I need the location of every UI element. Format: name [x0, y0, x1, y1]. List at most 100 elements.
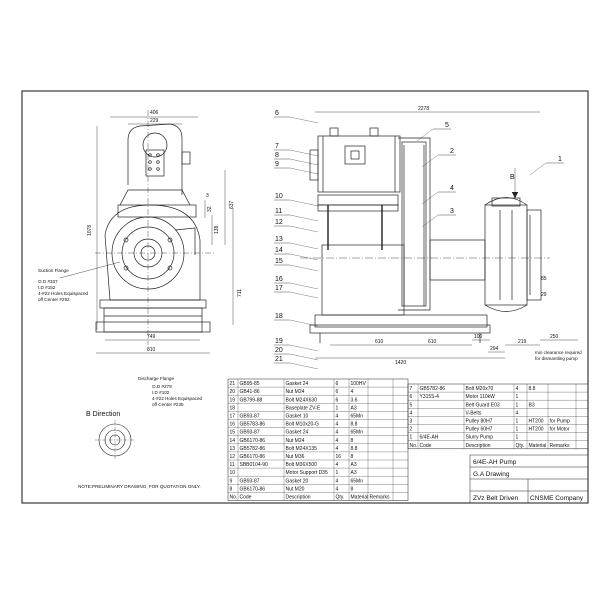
table-cell: 6 — [410, 394, 413, 400]
balloon-15: 15 — [275, 258, 283, 265]
table-cell: 15 — [230, 430, 236, 436]
table-cell: A3 — [351, 405, 357, 411]
suction-flange-od: O.D #337 — [38, 279, 58, 284]
balloon-10: 10 — [275, 193, 283, 200]
balloon-leader — [289, 291, 319, 299]
table-header-cell: Material — [529, 443, 547, 449]
balloon-leader — [416, 128, 434, 142]
balloon-17: 17 — [275, 285, 283, 292]
front-dimension-lines — [59, 116, 234, 354]
preliminary-note: NOTE:PRELIMINARY DRAWING, FOR QUOTATION … — [78, 484, 201, 489]
table-cell: 1 — [336, 405, 339, 411]
dim-610-a: 610 — [375, 339, 384, 345]
side-view — [300, 127, 550, 343]
balloon-leader — [289, 253, 319, 261]
balloon-6: 6 — [275, 110, 279, 117]
table-cell: 4 — [336, 422, 339, 428]
table-cell: Motor 110kW — [466, 394, 496, 400]
dim-711: 711 — [237, 289, 243, 297]
balloon-leader — [289, 199, 319, 207]
balloon-16: 16 — [275, 276, 283, 283]
balloon-leader — [289, 353, 319, 361]
suction-flange-note: Suction Flange O.D #337 I.D #152 4-#22 H… — [38, 268, 88, 302]
table-cell: GB5782-86 — [420, 386, 446, 392]
table-cell: 3 — [410, 419, 413, 425]
table-cell: Bolt M36X500 — [286, 462, 318, 468]
dim-610-b: 610 — [428, 339, 437, 345]
table-cell: Y315S-4 — [420, 394, 440, 400]
table-cell: V-Belts — [466, 410, 482, 416]
balloon-leader — [289, 319, 319, 327]
balloon-leader — [421, 214, 439, 228]
dim-219: 219 — [518, 339, 527, 345]
table-header-cell: Code — [420, 443, 432, 449]
table-cell: Nut M36 — [286, 454, 305, 460]
drawing-type: G.A Drawing — [473, 471, 510, 478]
table-cell: 65Mn — [351, 414, 364, 420]
table-cell: 8 — [351, 454, 354, 460]
dim-229: 229 — [150, 118, 159, 124]
dim-100: 100 — [474, 334, 483, 340]
table-cell: Nut M20 — [286, 486, 305, 492]
discharge-flange-id: I.D #102 — [152, 390, 170, 395]
balloon-leader — [289, 264, 319, 272]
side-dimension-lines — [315, 111, 578, 359]
table-cell: Slurry Pump — [466, 435, 494, 441]
table-cell: 10 — [230, 470, 236, 476]
table-cell: Bolt M24X135 — [286, 446, 318, 452]
table-cell: GB95-85 — [240, 381, 260, 387]
discharge-flange-center: off Center #235 — [152, 402, 184, 407]
balloon-9: 9 — [275, 161, 279, 168]
balloon-1: 1 — [558, 156, 562, 163]
table-cell: GB6170-86 — [240, 438, 266, 444]
table-cell: GB93-87 — [240, 478, 260, 484]
table-cell: 4 — [336, 462, 339, 468]
dim-138: 138 — [214, 225, 220, 234]
balloon-13: 13 — [275, 236, 283, 243]
table-cell: HT200 — [529, 427, 544, 433]
table-cell: Gasket 10 — [286, 414, 309, 420]
table-cell: GB5782-86 — [240, 446, 266, 452]
table-cell: 18 — [230, 405, 236, 411]
table-row: 6 Y315S-4 Motor 110kW 1 — [410, 394, 519, 400]
table-cell: GB6170-86 — [240, 486, 266, 492]
table-cell: 6 — [336, 381, 339, 387]
company-name: CNSME Company — [530, 495, 584, 502]
table-cell: 20 — [230, 389, 236, 395]
table-cell: GB6170-86 — [240, 454, 266, 460]
title-block: 6/4E-AH Pump G.A Drawing ZVz Belt Driven… — [469, 454, 589, 504]
table-cell: 11 — [230, 462, 235, 468]
table-cell: 1 — [516, 394, 519, 400]
balloon-leader — [289, 225, 319, 233]
balloon-leader — [421, 191, 439, 205]
table-cell: Pulley 60H7 — [466, 427, 493, 433]
table-cell: GB5783-86 — [240, 422, 266, 428]
dim-1078: 1078 — [87, 225, 93, 236]
suction-flange-holes: 4-#22 Holes Equispaced — [38, 291, 88, 296]
table-cell: 1 — [410, 435, 413, 441]
table-header-cell: Code — [240, 495, 252, 501]
table-cell: for Pump — [550, 419, 571, 425]
table-cell: 4 — [336, 414, 339, 420]
dim-637: 637 — [229, 200, 235, 209]
table-cell: Nut M24 — [286, 389, 305, 395]
table-cell: 4 — [336, 486, 339, 492]
table-cell: 4 — [336, 430, 339, 436]
table-cell: 13 — [230, 446, 236, 452]
front-view — [95, 110, 215, 345]
table-cell: 17 — [230, 414, 236, 420]
table-cell: 6 — [336, 397, 339, 403]
